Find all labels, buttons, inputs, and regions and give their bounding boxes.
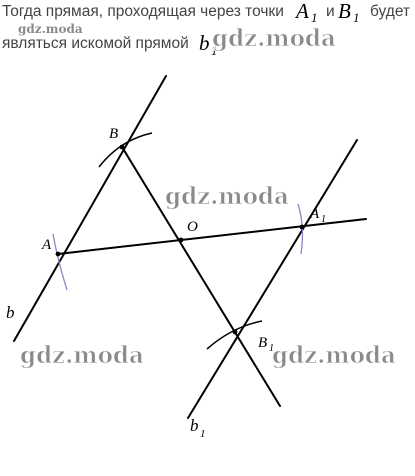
line-b1-inline-label: b bbox=[199, 31, 210, 55]
label-a1-sub: 1 bbox=[321, 214, 326, 225]
line-b bbox=[13, 75, 167, 342]
problem-text-will-be: будет bbox=[370, 3, 410, 20]
label-line-b1-sub: 1 bbox=[200, 428, 206, 440]
label-o: O bbox=[187, 219, 198, 235]
watermark-top: gdz.moda bbox=[212, 25, 336, 52]
segment-ba1-line bbox=[121, 146, 281, 407]
point-a1-inline-sub: 1 bbox=[311, 10, 318, 25]
point-a bbox=[55, 251, 61, 257]
watermark-bottom-left: gdz.moda bbox=[20, 342, 144, 369]
point-b bbox=[119, 144, 125, 150]
watermark-middle: gdz.moda bbox=[165, 183, 289, 210]
line-b1 bbox=[187, 139, 358, 419]
arc-at-a bbox=[52, 233, 68, 291]
point-a1 bbox=[299, 224, 305, 230]
line-aa1 bbox=[57, 218, 367, 255]
point-b1-inline-sub: 1 bbox=[353, 10, 360, 25]
label-line-b1: b bbox=[190, 416, 199, 435]
label-line-b: b bbox=[6, 303, 15, 322]
label-b1: B bbox=[258, 335, 267, 351]
arc-at-b1 bbox=[206, 320, 263, 350]
conjunction-text: и bbox=[326, 3, 335, 20]
watermark-bottom-right: gdz.moda bbox=[272, 342, 396, 369]
point-b1 bbox=[232, 329, 238, 335]
label-b1-sub: 1 bbox=[269, 343, 274, 354]
point-b1-inline-label: B bbox=[338, 0, 351, 23]
line-b1-inline-sub: 1 bbox=[211, 43, 218, 58]
arc-at-b bbox=[98, 132, 153, 168]
label-a1: A bbox=[309, 206, 320, 222]
problem-text-line-1: Тогда прямая, проходящая через точки bbox=[2, 3, 284, 20]
label-b: B bbox=[109, 126, 118, 142]
watermark-small: gdz.moda bbox=[18, 22, 83, 36]
point-o bbox=[178, 237, 184, 243]
label-a: A bbox=[41, 237, 52, 253]
problem-text-line-2: являться искомой прямой bbox=[2, 35, 189, 52]
point-a1-inline-label: A bbox=[294, 0, 309, 23]
